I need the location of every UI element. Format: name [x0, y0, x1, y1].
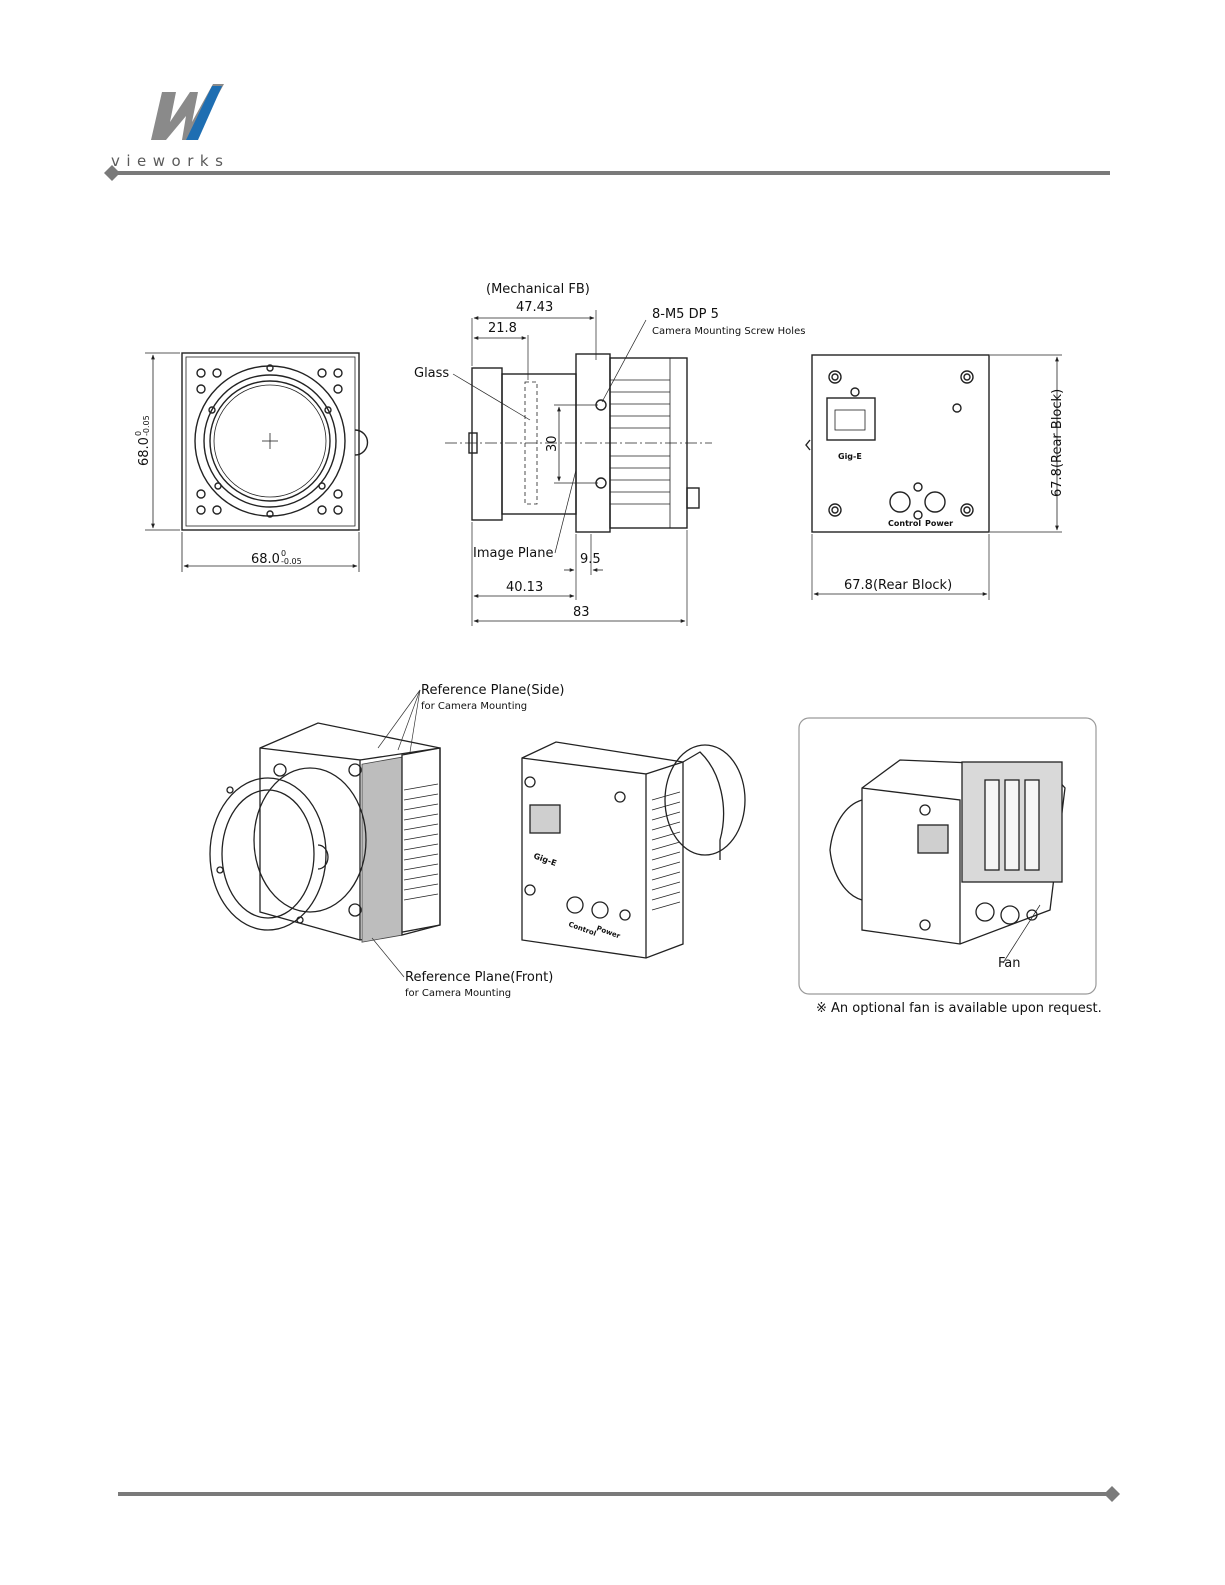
label-ref-front: Reference Plane(Front)	[405, 970, 553, 985]
label-21-8: 21.8	[488, 321, 517, 336]
fan-note: ※ An optional fan is available upon requ…	[816, 1001, 1102, 1016]
label-screw-callout: 8-M5 DP 5	[652, 307, 719, 322]
iso-front-view	[209, 722, 441, 943]
label-ref-front-sub: for Camera Mounting	[405, 988, 511, 999]
label-rear-width: 67.8(Rear Block)	[844, 578, 952, 593]
fan-illustration-box	[798, 717, 1097, 995]
label-ref-side: Reference Plane(Side)	[421, 683, 565, 698]
label-40-13: 40.13	[506, 580, 543, 595]
vieworks-logo-mark	[151, 84, 224, 140]
label-rear-power: Power	[925, 519, 953, 528]
label-mechanical-fb: (Mechanical FB)	[486, 282, 590, 297]
label-30: 30	[545, 435, 560, 452]
footer-rule	[118, 1486, 1120, 1502]
label-iso-gige: Gig-E	[532, 851, 557, 868]
header-rule	[104, 165, 1110, 181]
side-view	[445, 310, 712, 626]
label-iso-power: Power	[595, 924, 621, 940]
label-rear-height: 67.8(Rear Block)	[1050, 389, 1065, 497]
label-rear-gige: Gig-E	[838, 452, 862, 461]
front-height-dimension: 68.0 0 -0.05	[134, 415, 152, 466]
iso-leaders	[371, 689, 421, 978]
front-width-dimension: 68.0 0 -0.05	[251, 549, 302, 567]
label-83: 83	[573, 605, 590, 620]
label-47-43: 47.43	[516, 300, 553, 315]
label-front-width-tol-upper: 0	[281, 549, 286, 558]
label-rear-control: Control	[888, 519, 921, 528]
label-front-height: 68.0	[137, 437, 152, 466]
label-front-height-tol-upper: 0	[134, 431, 143, 436]
label-glass: Glass	[414, 366, 449, 381]
vieworks-wordmark: vieworks	[111, 152, 230, 170]
iso-fan-view	[829, 759, 1066, 964]
front-view	[145, 352, 369, 572]
iso-rear-view	[521, 741, 746, 959]
label-9-5: 9.5	[580, 552, 601, 567]
label-iso-control: Control	[567, 920, 597, 937]
label-image-plane: Image Plane	[473, 546, 554, 561]
label-screw-callout-sub: Camera Mounting Screw Holes	[652, 326, 805, 337]
label-front-width: 68.0	[251, 552, 280, 567]
label-fan: Fan	[998, 956, 1021, 971]
rear-view	[805, 354, 1062, 600]
label-front-width-tol-lower: -0.05	[281, 557, 302, 566]
label-ref-side-sub: for Camera Mounting	[421, 701, 527, 712]
label-front-height-tol-lower: -0.05	[142, 415, 151, 436]
